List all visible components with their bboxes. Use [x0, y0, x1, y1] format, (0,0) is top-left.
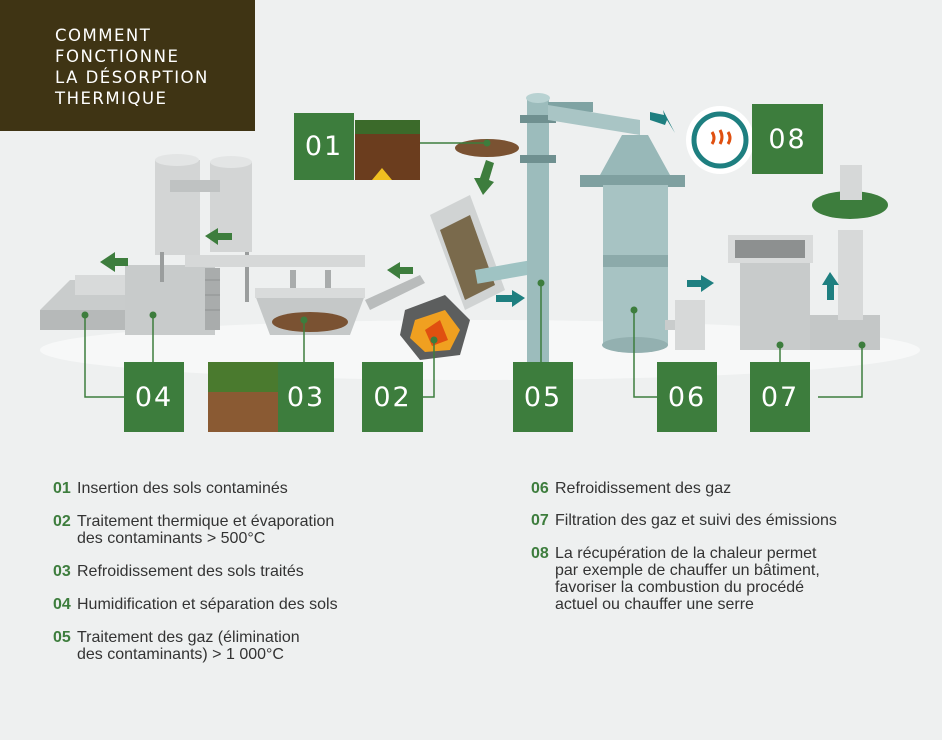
flow-arrows	[100, 110, 839, 307]
rotary-kiln	[400, 195, 537, 360]
step-07-badge: 07	[750, 362, 810, 432]
process-illustration	[40, 93, 888, 432]
legend-item-03: 03 Refroidissement des sols traités	[53, 563, 413, 581]
step-04-badge: 04	[124, 362, 184, 432]
legend-num: 08	[531, 545, 549, 562]
page-title: COMMENT FONCTIONNE LA DÉSORPTION THERMIQ…	[55, 26, 209, 108]
title-box: COMMENT FONCTIONNE LA DÉSORPTION THERMIQ…	[0, 0, 255, 131]
step-01-badge: 01	[294, 113, 354, 180]
cooling-tray	[255, 270, 425, 335]
legend-num: 02	[53, 513, 71, 530]
legend-text: Refroidissement des gaz	[555, 480, 732, 497]
heat-recovery-icon	[686, 106, 754, 174]
treated-soil-image	[208, 362, 278, 432]
legend-num: 01	[53, 480, 71, 497]
contaminated-soil-image	[355, 120, 420, 180]
legend-num: 03	[53, 563, 71, 580]
legend-item-06: 06 Refroidissement des gaz	[531, 480, 891, 498]
legend-item-07: 07 Filtration des gaz et suivi des émiss…	[531, 512, 891, 530]
legend-num: 07	[531, 512, 549, 529]
legend-text: Traitement thermique et évaporation des …	[77, 513, 335, 547]
legend-text: Filtration des gaz et suivi des émission…	[555, 512, 837, 529]
legend-text: Insertion des sols contaminés	[77, 480, 288, 497]
hazard-icon	[372, 168, 392, 180]
legend-item-02: 02 Traitement thermique et évaporation d…	[53, 513, 413, 547]
step-08-badge: 08	[752, 104, 823, 174]
legend-item-08: 08 La récupération de la chaleur permet …	[531, 545, 891, 613]
legend-text: Refroidissement des sols traités	[77, 563, 304, 580]
legend-item-01: 01 Insertion des sols contaminés	[53, 480, 413, 498]
legend-item-04: 04 Humidification et séparation des sols	[53, 596, 413, 614]
legend-text: La récupération de la chaleur permet par…	[555, 545, 820, 613]
step-03-badge: 03	[278, 362, 334, 432]
gas-filter	[728, 165, 888, 350]
step-02-badge: 02	[362, 362, 423, 432]
legend-num: 04	[53, 596, 71, 613]
legend-num: 05	[53, 629, 71, 646]
gas-cooler	[580, 135, 705, 353]
gas-tower	[520, 93, 640, 370]
legend-text: Traitement des gaz (élimination des cont…	[77, 629, 300, 663]
step-05-badge: 05	[513, 362, 573, 432]
humidifier-unit	[40, 154, 365, 335]
connector-dots	[81, 139, 866, 349]
legend-text: Humidification et séparation des sols	[77, 596, 338, 613]
legend-item-05: 05 Traitement des gaz (élimination des c…	[53, 629, 413, 663]
legend-num: 06	[531, 480, 549, 497]
connector-lines	[84, 142, 863, 398]
step-06-badge: 06	[657, 362, 717, 432]
